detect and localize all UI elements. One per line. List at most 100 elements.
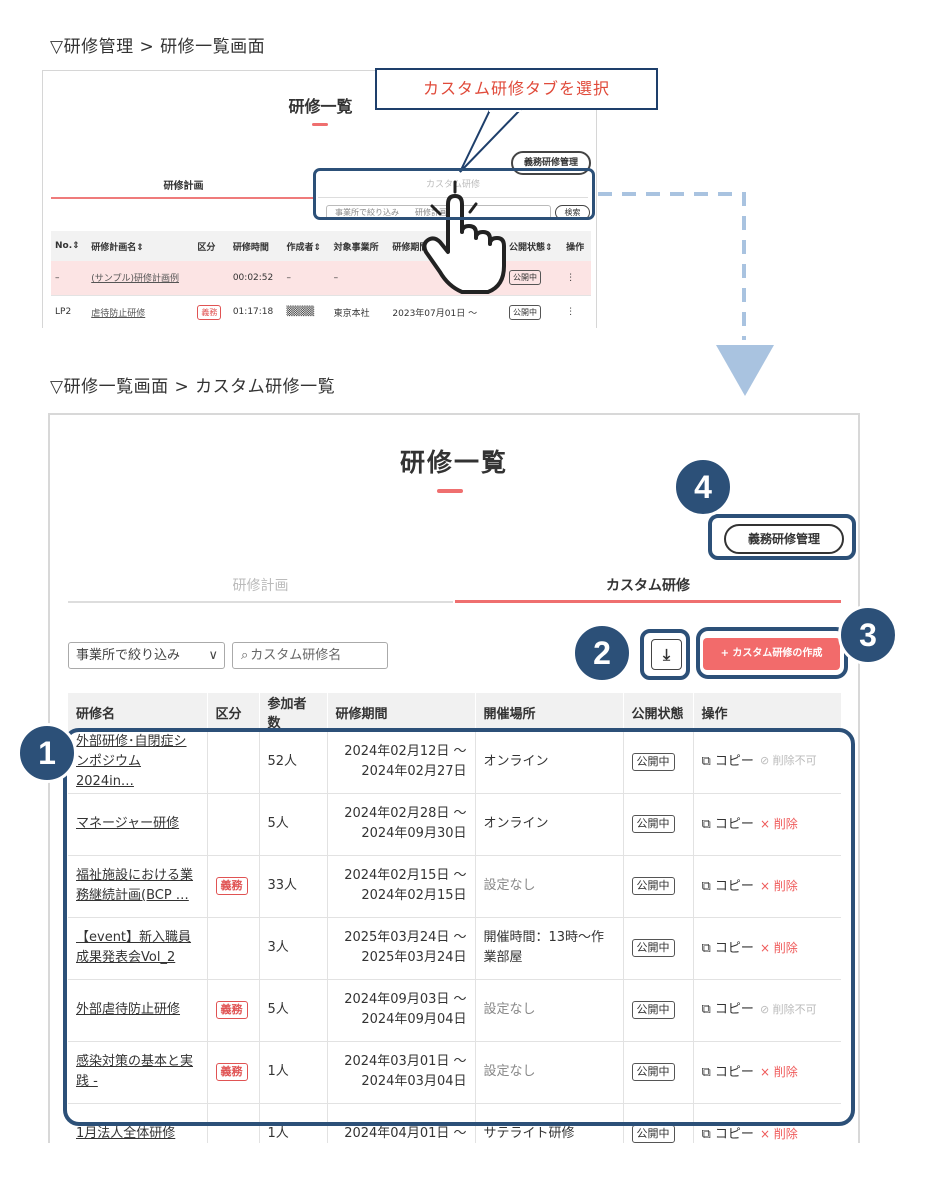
delete-button[interactable]: × 削除	[759, 940, 798, 955]
cell-status: 公開中	[623, 855, 694, 918]
col-period: 研修期間	[327, 693, 476, 731]
caption-top: ▽研修管理 > 研修一覧画面	[50, 37, 266, 57]
training-name-link[interactable]: 外部研修･自閉症シンポジウム2024in…	[76, 733, 187, 789]
cell-period: 2024年09月03日 ～2024年09月04日	[327, 979, 476, 1042]
custom-training-search-input[interactable]: ⌕カスタム研修名	[232, 642, 388, 669]
cell-status: 公開中	[623, 1041, 694, 1104]
mini-plan-link[interactable]: (サンプル)研修計画例	[91, 274, 179, 285]
cell-venue: 開催時間：13時～作業部屋	[475, 917, 624, 980]
copy-button[interactable]: ⧉ コピー	[702, 1127, 754, 1142]
training-name-link[interactable]: 福祉施設における業務継続計画(BCP …	[76, 868, 194, 903]
cell-ops: ⧉ コピー × 削除	[693, 917, 841, 980]
period-end: 2025年03月24日	[361, 950, 467, 965]
delete-disabled-label: ⊘ 削除不可	[759, 1002, 817, 1016]
training-name-link[interactable]: 外部虐待防止研修	[76, 1002, 181, 1017]
cell-venue: オンライン	[475, 731, 624, 794]
mini-duty-badge: 義務	[197, 304, 222, 320]
mini-cell-name: 虐待防止研修	[87, 295, 194, 328]
copy-label: コピー	[714, 816, 754, 832]
cell-name: 感染対策の基本と実践 -	[68, 1041, 208, 1104]
mini-cell-author: ▒▒▒▒	[282, 295, 330, 328]
marker-3: 3	[838, 605, 898, 665]
download-icon: ⤓	[662, 645, 671, 664]
mini-cell-time: 00:02:52	[228, 261, 283, 296]
delete-button[interactable]: × 削除	[759, 878, 798, 893]
mini-cell-office: –	[329, 261, 389, 296]
period-end: 2024年09月30日	[361, 826, 467, 841]
copy-icon: ⧉	[701, 1126, 715, 1142]
office-filter-select[interactable]: 事業所で絞り込み ∨	[68, 642, 225, 669]
col-status: 公開状態	[623, 693, 694, 731]
cell-category: 義務	[207, 1041, 260, 1104]
mini-col-header	[491, 231, 505, 261]
highlight-duty-button	[708, 514, 856, 560]
period-start: 2024年02月15日 ～	[344, 868, 467, 883]
cell-period: 2024年02月28日 ～2024年09月30日	[327, 793, 476, 856]
period-start: 2024年04月01日 ～	[344, 1126, 467, 1141]
copy-button[interactable]: ⧉ コピー	[702, 941, 754, 956]
copy-button[interactable]: ⧉ コピー	[702, 754, 754, 769]
mini-col-header: 研修時間	[228, 231, 283, 261]
mini-tab-custom[interactable]: カスタム研修	[425, 180, 480, 190]
training-name-link[interactable]: 感染対策の基本と実践 -	[76, 1054, 194, 1089]
copy-label: コピー	[714, 753, 754, 769]
copy-button[interactable]: ⧉ コピー	[702, 1065, 754, 1080]
caption-bottom: ▽研修一覧画面 > カスタム研修一覧	[50, 377, 336, 397]
mini-more-icon[interactable]: ⋮	[566, 307, 576, 317]
mini-status-badge: 公開中	[508, 304, 541, 320]
marker-2: 2	[572, 623, 632, 683]
cell-ops: ⧉ コピー × 削除	[693, 1041, 841, 1104]
custom-training-table: 研修名 区分 参加者数 研修期間 開催場所 公開状態 操作 外部研修･自閉症シン…	[68, 693, 842, 1143]
status-badge: 公開中	[631, 877, 675, 895]
mini-cell-status: 公開中	[504, 261, 563, 296]
cell-period: 2024年03月01日 ～2024年03月04日	[327, 1041, 476, 1104]
period-start: 2024年02月12日 ～	[344, 743, 467, 759]
mini-plan-link[interactable]: 虐待防止研修	[91, 308, 146, 319]
cell-status: 公開中	[623, 979, 694, 1042]
copy-button[interactable]: ⧉ コピー	[702, 817, 754, 832]
col-venue: 開催場所	[475, 693, 624, 731]
col-category: 区分	[207, 693, 260, 731]
training-name-link[interactable]: 【event】新入職員成果発表会Vol_2	[76, 930, 192, 965]
cell-name: 福祉施設における業務継続計画(BCP …	[68, 855, 208, 918]
cell-name: マネージャー研修	[68, 793, 208, 856]
mini-more-icon[interactable]: ⋮	[566, 272, 576, 283]
download-button[interactable]: ⤓	[651, 639, 682, 670]
cell-participants: 1人	[259, 1041, 328, 1104]
mini-page-title: 研修一覧	[288, 97, 353, 116]
training-name-link[interactable]: 1月法人全体研修	[76, 1126, 176, 1141]
tab-custom-training[interactable]: カスタム研修	[606, 578, 690, 594]
mini-title-underline	[312, 123, 328, 126]
mini-tab-plan-underline	[51, 197, 316, 199]
custom-training-panel: 研修一覧 義務研修管理 研修計画 カスタム研修 事業所で絞り込み ∨ ⌕カスタム…	[48, 413, 860, 1143]
cell-participants: 3人	[259, 917, 328, 980]
cell-ops: ⧉ コピー × 削除	[693, 855, 841, 918]
copy-button[interactable]: ⧉ コピー	[702, 879, 754, 894]
cell-category	[207, 731, 260, 794]
cell-period: 2025年03月24日 ～2025年03月24日	[327, 917, 476, 980]
down-arrow	[716, 345, 774, 396]
copy-button[interactable]: ⧉ コピー	[702, 1002, 754, 1017]
create-custom-training-button[interactable]: + カスタム研修の作成	[703, 638, 840, 670]
delete-button[interactable]: × 削除	[759, 1126, 798, 1141]
mini-col-header: 研修計画名⇕	[87, 231, 194, 261]
delete-button[interactable]: × 削除	[759, 816, 798, 831]
training-name-link[interactable]: マネージャー研修	[76, 816, 180, 831]
mini-tab-plan[interactable]: 研修計画	[163, 181, 204, 192]
marker-1: 1	[17, 723, 77, 783]
mini-cell-extra: –	[491, 261, 505, 296]
cell-participants: 33人	[259, 855, 328, 918]
delete-button[interactable]: × 削除	[759, 1064, 798, 1079]
duty-training-manage-button[interactable]: 義務研修管理	[724, 524, 844, 554]
mini-cell-ops: ⋮	[562, 295, 591, 328]
office-filter-value: 事業所で絞り込み	[76, 648, 181, 663]
cell-period: 2024年02月12日 ～2024年02月27日	[327, 731, 476, 794]
copy-icon: ⧉	[701, 1002, 715, 1017]
tab-training-plan[interactable]: 研修計画	[232, 578, 289, 594]
tab-training-plan-underline	[68, 601, 453, 603]
duty-badge: 義務	[215, 1001, 248, 1019]
cell-participants: 52人	[259, 731, 328, 794]
